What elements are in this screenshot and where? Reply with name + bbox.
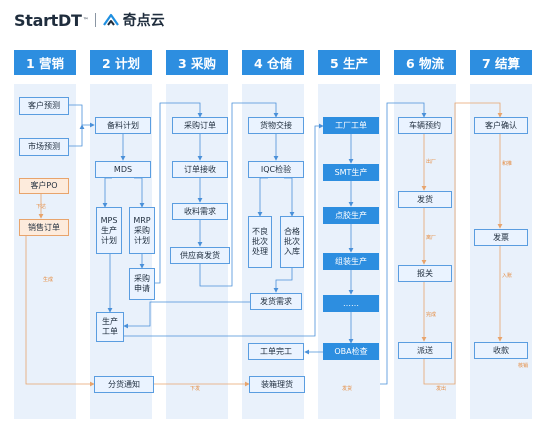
column-settlement — [470, 84, 532, 419]
customer-confirm-box: 客户确认 — [474, 117, 528, 134]
customer-po-box: 客户PO — [19, 178, 69, 194]
stage-header-logistics: 6 物流 — [394, 50, 456, 75]
edge-label-ship-out: 发货 — [342, 386, 353, 392]
ship-demand-box: 发货需求 — [250, 293, 302, 310]
customer-forecast-box: 客户预测 — [19, 97, 69, 115]
distribution-notice-box: 分货通知 — [94, 376, 154, 393]
dispensing-box: 点胶生产 — [323, 207, 379, 224]
edge-label-generate: 生成 — [43, 277, 54, 283]
edge-label-leave-factory: 离厂 — [426, 235, 437, 241]
brand-name-cn: 奇点云 — [122, 13, 165, 29]
order-accept-box: 订单接收 — [172, 161, 228, 178]
vehicle-booking-box: 车辆预约 — [398, 117, 452, 134]
stage-header-planning: 2 计划 — [90, 50, 152, 75]
supplier-ship-box: 供应商发货 — [170, 247, 230, 264]
brand-mark-icon — [102, 13, 119, 26]
market-forecast-box: 市场预测 — [19, 138, 69, 156]
brand-name: StartDT — [14, 10, 82, 30]
smt-box: SMT生产 — [323, 164, 379, 181]
ellipsis-box: …… — [323, 295, 379, 312]
iqc-box: IQC检验 — [248, 161, 304, 178]
sales-order-box: 销售订单 — [19, 219, 69, 236]
stage-header-production: 5 生产 — [318, 50, 380, 75]
factory-order-box: 工厂工单 — [323, 117, 379, 134]
logo: StartDT ™ 奇点云 — [14, 8, 165, 32]
ship-goods-box: 发货 — [398, 191, 452, 208]
stage-header-marketing: 1 营销 — [14, 50, 76, 75]
edge-label-download: 下发 — [190, 386, 201, 392]
delivery-box: 派送 — [398, 342, 452, 359]
oba-box: OBA检查 — [323, 343, 379, 360]
edge-label-done: 完成 — [426, 312, 437, 318]
assembly-box: 组装生产 — [323, 253, 379, 270]
packing-box: 装箱理货 — [249, 376, 305, 393]
stage-header-warehouse: 4 仓储 — [242, 50, 304, 75]
mds-box: MDS — [95, 161, 151, 178]
edge-label-ship-out-2: 发出 — [436, 386, 447, 392]
purchase-order-box: 采购订单 — [172, 117, 228, 134]
edge-label-verify: 核销 — [518, 363, 529, 369]
edge-label-issue: 下达 — [36, 204, 47, 210]
edge-label-dispatch: 和推 — [502, 161, 513, 167]
edge-label-entry: 入账 — [502, 273, 513, 279]
edge-label-factory-out: 出厂 — [426, 159, 437, 165]
defect-handling-box: 不良 批次 处理 — [248, 216, 272, 268]
production-order-box: 生产 工单 — [96, 312, 124, 342]
material-plan-box: 备料计划 — [95, 117, 151, 134]
payment-box: 收款 — [474, 342, 528, 359]
trademark: ™ — [82, 16, 89, 24]
qualified-storage-box: 合格 批次 入库 — [280, 216, 304, 268]
receive-demand-box: 收料需求 — [172, 203, 228, 220]
goods-handover-box: 货物交接 — [248, 117, 304, 134]
logo-divider — [94, 13, 96, 27]
invoice-box: 发票 — [474, 229, 528, 246]
column-logistics — [394, 84, 456, 419]
stage-header-settlement: 7 结算 — [470, 50, 532, 75]
mps-box: MPS 生产 计划 — [96, 207, 122, 254]
customs-box: 报关 — [398, 265, 452, 282]
order-complete-box: 工单完工 — [248, 343, 304, 360]
stage-header-procurement: 3 采购 — [166, 50, 228, 75]
mrp-box: MRP 采购 计划 — [129, 207, 155, 254]
purchase-request-box: 采购 申请 — [129, 268, 155, 300]
